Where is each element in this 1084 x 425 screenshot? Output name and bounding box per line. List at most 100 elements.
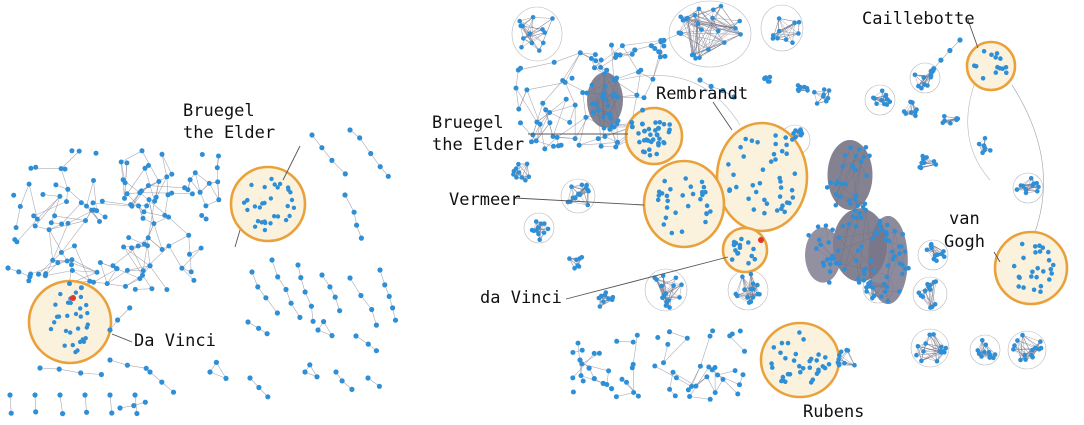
edge bbox=[747, 274, 752, 298]
node bbox=[580, 378, 586, 384]
edge bbox=[689, 396, 711, 400]
node bbox=[139, 148, 145, 154]
node bbox=[666, 129, 672, 135]
edge bbox=[135, 288, 152, 290]
edge bbox=[634, 45, 652, 51]
node bbox=[831, 256, 836, 261]
node bbox=[892, 229, 897, 234]
node bbox=[17, 204, 23, 209]
node bbox=[609, 123, 615, 129]
edge bbox=[632, 335, 638, 365]
edge bbox=[181, 247, 202, 269]
node bbox=[913, 113, 918, 119]
edge bbox=[531, 32, 545, 44]
node bbox=[838, 194, 843, 200]
node bbox=[78, 200, 84, 206]
node bbox=[924, 247, 930, 253]
node bbox=[696, 6, 702, 12]
edge-arc bbox=[619, 74, 741, 126]
edge bbox=[164, 194, 169, 216]
node bbox=[718, 3, 724, 9]
node bbox=[83, 218, 88, 224]
node bbox=[899, 244, 904, 249]
node bbox=[661, 360, 666, 366]
edge-arc bbox=[1011, 84, 1044, 233]
node bbox=[613, 52, 619, 58]
node bbox=[743, 136, 748, 142]
edge bbox=[519, 17, 534, 22]
node bbox=[726, 162, 731, 167]
edge bbox=[982, 340, 996, 355]
edge bbox=[181, 267, 195, 281]
edge bbox=[925, 343, 942, 348]
node bbox=[1016, 284, 1021, 289]
node bbox=[247, 375, 253, 381]
node bbox=[140, 268, 146, 274]
node bbox=[826, 362, 832, 367]
node bbox=[585, 202, 591, 208]
node bbox=[126, 235, 132, 241]
cluster-outline bbox=[912, 276, 948, 312]
edge bbox=[549, 98, 567, 113]
node bbox=[732, 368, 738, 374]
node bbox=[715, 372, 721, 378]
node bbox=[864, 173, 869, 179]
node bbox=[884, 284, 890, 290]
node bbox=[757, 181, 763, 186]
node bbox=[1023, 190, 1029, 196]
node bbox=[837, 352, 842, 358]
node bbox=[321, 319, 327, 325]
edge bbox=[656, 279, 682, 285]
edge bbox=[72, 270, 90, 282]
node bbox=[751, 246, 756, 252]
node bbox=[33, 164, 39, 170]
node bbox=[298, 275, 304, 281]
node bbox=[376, 383, 382, 389]
node bbox=[629, 120, 635, 125]
edge bbox=[931, 282, 935, 307]
node bbox=[648, 132, 653, 137]
node bbox=[976, 351, 982, 357]
edge bbox=[619, 49, 635, 56]
node bbox=[48, 220, 54, 226]
node bbox=[710, 15, 715, 21]
node bbox=[629, 51, 635, 57]
node bbox=[538, 221, 544, 226]
node bbox=[1036, 184, 1041, 190]
node bbox=[782, 209, 787, 215]
node bbox=[670, 369, 676, 375]
node bbox=[774, 208, 780, 213]
edge bbox=[123, 246, 151, 267]
edge bbox=[616, 341, 634, 343]
node bbox=[815, 224, 821, 229]
node bbox=[938, 344, 944, 350]
node bbox=[919, 358, 924, 364]
left-label-da-vinci: Da Vinci bbox=[134, 331, 216, 351]
node bbox=[107, 392, 113, 398]
node bbox=[152, 198, 158, 204]
node bbox=[842, 152, 848, 158]
edge bbox=[147, 223, 155, 238]
edge-layer bbox=[7, 0, 1054, 414]
node bbox=[591, 376, 597, 382]
node bbox=[704, 211, 709, 217]
node bbox=[1004, 70, 1009, 76]
node bbox=[576, 142, 582, 148]
node bbox=[588, 56, 594, 61]
node bbox=[821, 92, 826, 97]
edge bbox=[669, 372, 674, 390]
node bbox=[613, 77, 619, 82]
cluster-outline bbox=[560, 178, 596, 214]
node bbox=[661, 140, 666, 145]
label-leader-line bbox=[111, 333, 133, 343]
edge bbox=[131, 192, 141, 207]
node bbox=[516, 161, 521, 167]
node bbox=[52, 320, 57, 325]
cluster-outline bbox=[511, 6, 563, 62]
node bbox=[166, 243, 172, 249]
node bbox=[575, 340, 581, 346]
node bbox=[584, 90, 590, 96]
edge bbox=[678, 8, 700, 33]
node bbox=[652, 46, 658, 51]
node bbox=[843, 181, 849, 187]
